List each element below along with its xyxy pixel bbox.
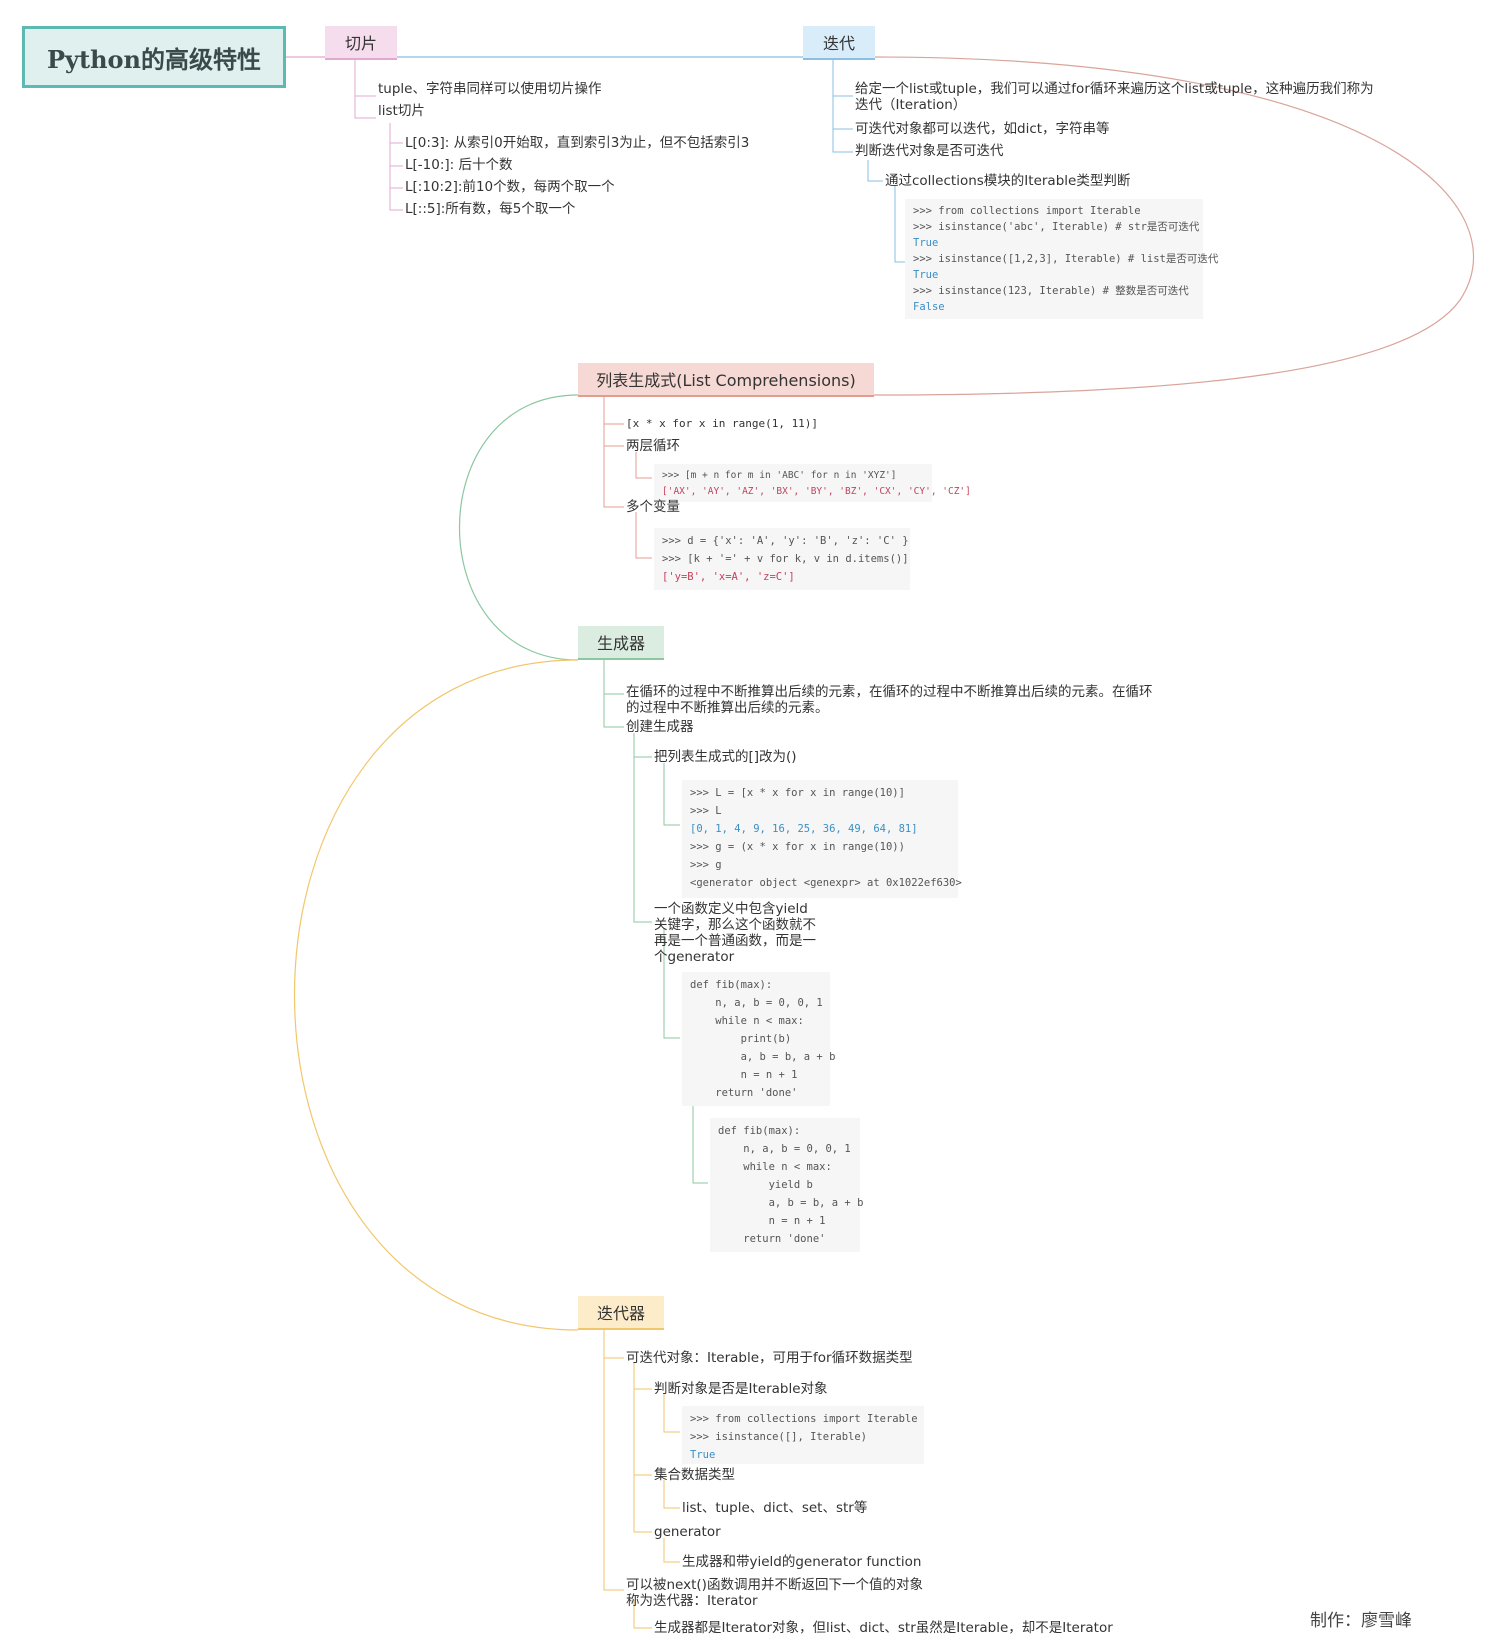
code-line: ['AX', 'AY', 'AZ', 'BX', 'BY', 'BZ', 'CX… (662, 486, 971, 497)
topic-list-comprehensions[interactable]: 列表生成式(List Comprehensions) (578, 363, 874, 397)
code-line: >>> [m + n for m in 'ABC' for n in 'XYZ'… (662, 470, 897, 481)
list-comp-nested-code: >>> [m + n for m in 'ABC' for n in 'XYZ'… (654, 464, 971, 502)
topic-iteration[interactable]: 迭代 (803, 26, 875, 60)
code-line: return 'done' (718, 1233, 826, 1245)
iterator-judge: 判断对象是否是Iterable对象 (654, 1381, 828, 1397)
code-line: >>> d = {'x': 'A', 'y': 'B', 'z': 'C' } (662, 535, 909, 547)
code-line: def fib(max): (718, 1125, 801, 1137)
code-line: False (913, 301, 945, 313)
code-line: a, b = b, a + b (718, 1197, 864, 1209)
code-line: >>> from collections import Iterable (690, 1413, 918, 1425)
code-line: >>> isinstance('abc', Iterable) # str是否可… (913, 221, 1200, 233)
generator-parentheses-code: >>> L = [x * x for x in range(10)] >>> L… (682, 780, 962, 898)
code-line: >>> g (690, 859, 722, 871)
list-comp-multivar-code: >>> d = {'x': 'A', 'y': 'B', 'z': 'C' } … (654, 528, 910, 590)
list-comp-basic-code: [x * x for x in range(1, 11)] (626, 417, 819, 430)
slice-list-item: L[:10:2]:前10个数，每两个取一个 (405, 179, 615, 195)
code-line: n, a, b = 0, 0, 1 (718, 1143, 851, 1155)
code-line: n = n + 1 (690, 1069, 798, 1081)
code-line: >>> g = (x * x for x in range(10)) (690, 841, 905, 853)
list-comp-item-nested: 两层循环 (626, 438, 680, 454)
generator-fib-yield-code: def fib(max): n, a, b = 0, 0, 1 while n … (710, 1118, 864, 1252)
generator-description: 在循环的过程中不断推算出后续的元素，在循环的过程中不断推算出后续的元素。在循环的… (626, 684, 1153, 716)
code-line: ['y=B', 'x=A', 'z=C'] (662, 571, 795, 583)
code-line: >>> L = [x * x for x in range(10)] (690, 787, 905, 799)
code-line: >>> isinstance(123, Iterable) # 整数是否可迭代 (913, 285, 1189, 297)
code-line: n = n + 1 (718, 1215, 826, 1227)
generator-way-yield: 一个函数定义中包含yield关键字，那么这个函数就不再是一个普通函数，而是一个g… (654, 901, 816, 965)
generator-way-parentheses: 把列表生成式的[]改为() (654, 749, 797, 765)
iterator-collection: 集合数据类型 (654, 1467, 735, 1483)
iteration-item-check: 判断迭代对象是否可迭代 (855, 143, 1004, 159)
iterator-item-iterator: 可以被next()函数调用并不断返回下一个值的对象称为迭代器：Iterator (626, 1577, 923, 1609)
iterator-generator-desc: 生成器和带yield的generator function (682, 1554, 922, 1570)
code-line: print(b) (690, 1033, 792, 1045)
iterator-collection-types: list、tuple、dict、set、str等 (682, 1500, 868, 1516)
slice-item-list: list切片 (378, 103, 425, 119)
iterator-item-iterable: 可迭代对象：Iterable，可用于for循环数据类型 (626, 1350, 913, 1366)
slice-list-item: L[-10:]: 后十个数 (405, 157, 513, 173)
slice-item-tuple: tuple、字符串同样可以使用切片操作 (378, 81, 602, 97)
topic-generator[interactable]: 生成器 (578, 626, 664, 660)
code-line: >>> isinstance([1,2,3], Iterable) # list… (913, 253, 1219, 265)
topic-iterator[interactable]: 迭代器 (578, 1296, 664, 1330)
code-line: >>> isinstance([], Iterable) (690, 1431, 868, 1443)
code-line: n, a, b = 0, 0, 1 (690, 997, 823, 1009)
code-line: True (690, 1449, 716, 1461)
code-line: True (913, 237, 939, 249)
code-line: <generator object <genexpr> at 0x1022ef6… (690, 877, 962, 889)
slice-list-item: L[::5]:所有数，每5个取一个 (405, 201, 576, 217)
root-topic[interactable]: Python的高级特性 (22, 26, 286, 88)
code-line: def fib(max): (690, 979, 773, 991)
code-line: [0, 1, 4, 9, 16, 25, 36, 49, 64, 81] (690, 823, 918, 835)
code-line: return 'done' (690, 1087, 798, 1099)
topic-slice[interactable]: 切片 (325, 26, 397, 60)
code-line: >>> L (690, 805, 722, 817)
code-line: while n < max: (718, 1161, 832, 1173)
code-line: >>> [k + '=' + v for k, v in d.items()] (662, 553, 909, 565)
list-comp-item-multivar: 多个变量 (626, 499, 680, 515)
iteration-code-block: >>> from collections import Iterable >>>… (905, 199, 1219, 319)
code-line: while n < max: (690, 1015, 804, 1027)
code-line: True (913, 269, 939, 281)
generator-fib-print-code: def fib(max): n, a, b = 0, 0, 1 while n … (682, 972, 836, 1106)
iterator-judge-code: >>> from collections import Iterable >>>… (682, 1406, 924, 1464)
iteration-sub-collections: 通过collections模块的Iterable类型判断 (885, 173, 1131, 189)
iterator-item-iterator-note: 生成器都是Iterator对象，但list、dict、str虽然是Iterabl… (654, 1620, 1113, 1636)
author-credit: 制作：廖雪峰 (1310, 1611, 1412, 1631)
code-line: yield b (718, 1179, 813, 1191)
iteration-item-iterable: 可迭代对象都可以迭代，如dict，字符串等 (855, 121, 1110, 137)
generator-item-create: 创建生成器 (626, 719, 694, 735)
code-line: >>> from collections import Iterable (913, 205, 1141, 217)
code-line: a, b = b, a + b (690, 1051, 836, 1063)
slice-list-item: L[0:3]: 从索引0开始取，直到索引3为止，但不包括索引3 (405, 135, 750, 151)
iterator-generator: generator (654, 1524, 721, 1540)
iteration-item-definition: 给定一个list或tuple，我们可以通过for循环来遍历这个list或tupl… (855, 81, 1374, 113)
